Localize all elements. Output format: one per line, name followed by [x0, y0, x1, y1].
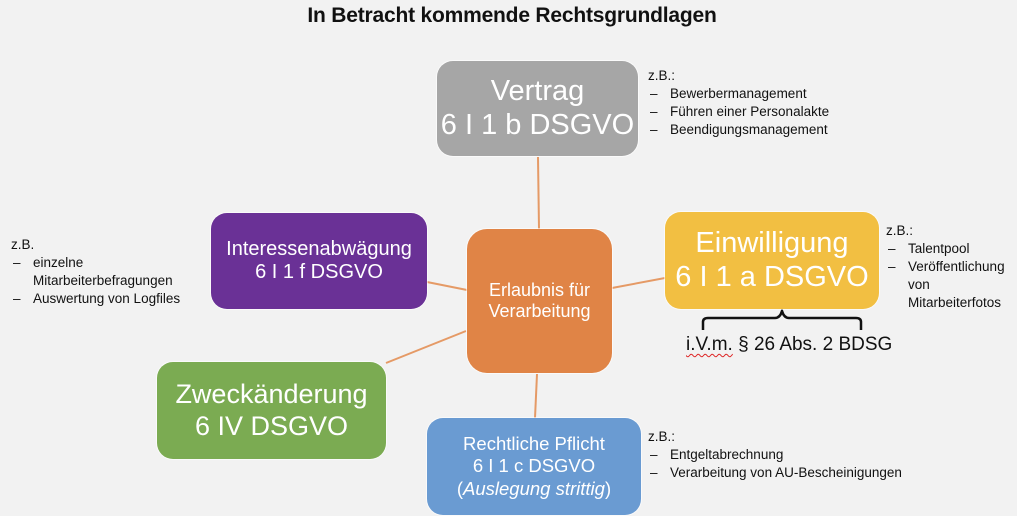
- connector-rechtliche-pflicht: [534, 373, 538, 419]
- zweckaenderung-title: Zweckänderung: [175, 379, 368, 410]
- example-item: Auswertung von Logfiles: [11, 290, 201, 308]
- paren-close: ): [604, 477, 612, 499]
- center-node-erlaubnis[interactable]: Erlaubnis für Verarbeitung: [467, 229, 612, 373]
- connector-einwilligung: [611, 277, 666, 289]
- diagram-title: In Betracht kommende Rechtsgrundlagen: [307, 4, 717, 27]
- einwilligung-examples: z.B.: Talentpool Veröffentlichung von Mi…: [886, 222, 1021, 312]
- example-item: Bewerbermanagement: [648, 85, 829, 103]
- examples-label: z.B.: [11, 237, 35, 252]
- node-zweckaenderung[interactable]: Zweckänderung 6 IV DSGVO: [157, 362, 386, 459]
- interpretation-disputed: Auslegung strittig: [463, 477, 605, 499]
- example-item: Beendigungsmanagement: [648, 121, 829, 139]
- example-item: Führen einer Personalakte: [648, 103, 829, 121]
- examples-label: z.B.:: [886, 223, 914, 238]
- node-rechtliche-pflicht[interactable]: Rechtliche Pflicht 6 I 1 c DSGVO (Ausleg…: [427, 418, 641, 515]
- center-line2: Verarbeitung: [488, 301, 591, 321]
- rechtliche-pflicht-examples: z.B.: Entgeltabrechnung Verarbeitung von…: [648, 428, 902, 482]
- example-item: Entgeltabrechnung: [648, 446, 902, 464]
- example-item: Veröffentlichung von Mitarbeiterfotos: [886, 258, 1021, 312]
- rechtliche-pflicht-note: (Auslegung strittig): [457, 478, 611, 500]
- examples-label: z.B.:: [648, 429, 676, 444]
- example-item: Talentpool: [886, 240, 1021, 258]
- connector-interessenabwaegung: [426, 281, 468, 291]
- example-item: einzelne Mitarbeiterbefragungen: [11, 254, 201, 290]
- interessenabwaegung-article: 6 I 1 f DSGVO: [255, 261, 383, 283]
- node-interessenabwaegung[interactable]: Interessenabwägung 6 I 1 f DSGVO: [211, 213, 427, 309]
- vertrag-examples: z.B.: Bewerbermanagement Führen einer Pe…: [648, 67, 829, 139]
- einwilligung-article: 6 I 1 a DSGVO: [675, 260, 869, 293]
- vertrag-title: Vertrag: [490, 75, 585, 108]
- reference-text: § 26 Abs. 2 BDSG: [732, 334, 893, 355]
- curly-brace-icon: [701, 306, 863, 330]
- vertrag-article: 6 I 1 b DSGVO: [440, 108, 635, 141]
- einwilligung-title: Einwilligung: [695, 227, 849, 260]
- examples-label: z.B.:: [648, 68, 676, 83]
- legal-reference-bdsg: i.V.m. § 26 Abs. 2 BDSG: [686, 334, 892, 356]
- interessenabwaegung-title: Interessenabwägung: [226, 238, 412, 260]
- zweckaenderung-article: 6 IV DSGVO: [194, 410, 349, 441]
- interessenabwaegung-examples: z.B. einzelne Mitarbeiterbefragungen Aus…: [11, 236, 201, 308]
- paren-open: (: [456, 477, 464, 499]
- node-vertrag[interactable]: Vertrag 6 I 1 b DSGVO: [437, 61, 638, 156]
- node-einwilligung[interactable]: Einwilligung 6 I 1 a DSGVO: [665, 212, 879, 309]
- connector-vertrag: [537, 156, 540, 230]
- rechtliche-pflicht-article: 6 I 1 c DSGVO: [472, 455, 596, 477]
- connector-zweckaenderung: [385, 330, 467, 364]
- example-item: Verarbeitung von AU-Bescheinigungen: [648, 464, 902, 482]
- reference-prefix: i.V.m.: [686, 334, 733, 355]
- center-line1: Erlaubnis für: [488, 280, 591, 301]
- rechtliche-pflicht-title: Rechtliche Pflicht: [463, 433, 605, 455]
